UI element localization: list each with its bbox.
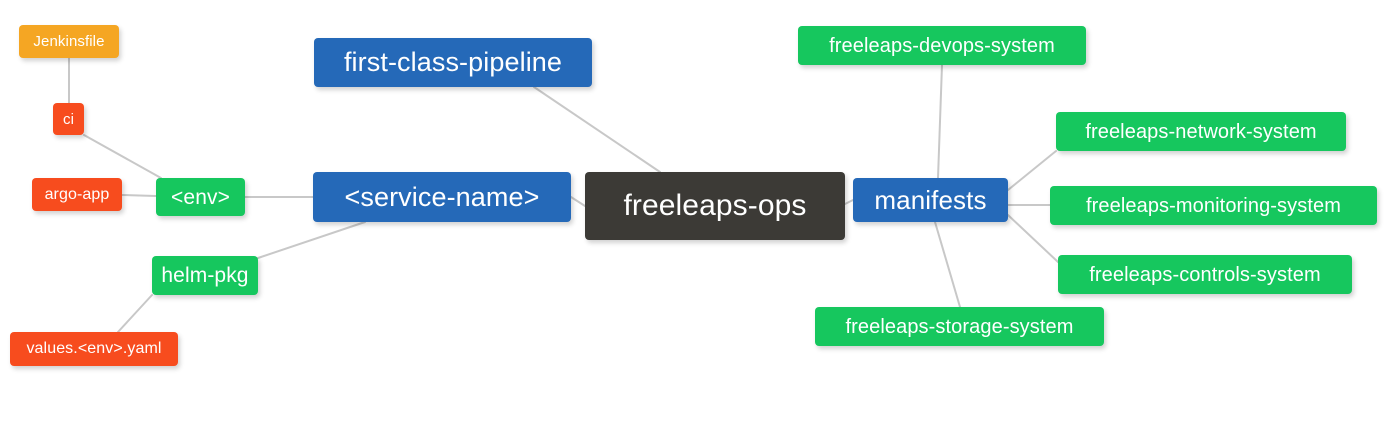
node-network[interactable]: freeleaps-network-system [1056, 112, 1346, 151]
node-jenkinsfile[interactable]: Jenkinsfile [19, 25, 119, 58]
node-argo[interactable]: argo-app [32, 178, 122, 211]
node-label-storage: freeleaps-storage-system [845, 315, 1074, 338]
node-label-controls: freeleaps-controls-system [1089, 263, 1321, 286]
node-helm[interactable]: helm-pkg [152, 256, 258, 295]
node-pipeline[interactable]: first-class-pipeline [314, 38, 592, 87]
edge-helm-to-values [117, 294, 153, 333]
node-root[interactable]: freeleaps-ops [585, 172, 845, 240]
node-label-devops: freeleaps-devops-system [829, 34, 1055, 57]
node-label-env: <env> [171, 185, 230, 209]
node-values[interactable]: values.<env>.yaml [10, 332, 178, 366]
node-label-pipeline: first-class-pipeline [343, 47, 563, 77]
node-label-manifests: manifests [874, 185, 987, 215]
node-monitoring[interactable]: freeleaps-monitoring-system [1050, 186, 1377, 225]
edge-manifests-to-devops [937, 64, 943, 179]
node-label-values: values.<env>.yaml [26, 340, 162, 357]
node-label-argo: argo-app [44, 185, 110, 203]
node-label-ci: ci [62, 110, 75, 128]
node-ci[interactable]: ci [53, 103, 84, 135]
edge-manifests-to-network [1007, 150, 1057, 191]
node-env[interactable]: <env> [156, 178, 245, 216]
node-storage[interactable]: freeleaps-storage-system [815, 307, 1104, 346]
edge-service-to-helm [257, 221, 366, 259]
node-label-root: freeleaps-ops [623, 189, 807, 222]
node-devops[interactable]: freeleaps-devops-system [798, 26, 1086, 65]
node-label-service: <service-name> [344, 181, 540, 212]
node-label-monitoring: freeleaps-monitoring-system [1085, 194, 1341, 217]
node-manifests[interactable]: manifests [853, 178, 1008, 222]
node-label-helm: helm-pkg [161, 264, 249, 287]
node-service[interactable]: <service-name> [313, 172, 571, 222]
edge-argo-to-env [121, 194, 157, 197]
edge-root-to-manifests [844, 199, 854, 205]
node-label-jenkinsfile: Jenkinsfile [33, 33, 105, 50]
edge-service-to-root [570, 196, 586, 207]
edge-manifests-to-storage [934, 221, 961, 308]
node-label-network: freeleaps-network-system [1085, 120, 1317, 143]
edge-pipeline-to-root [533, 86, 661, 173]
node-controls[interactable]: freeleaps-controls-system [1058, 255, 1352, 294]
edge-ci-to-env [83, 134, 162, 179]
